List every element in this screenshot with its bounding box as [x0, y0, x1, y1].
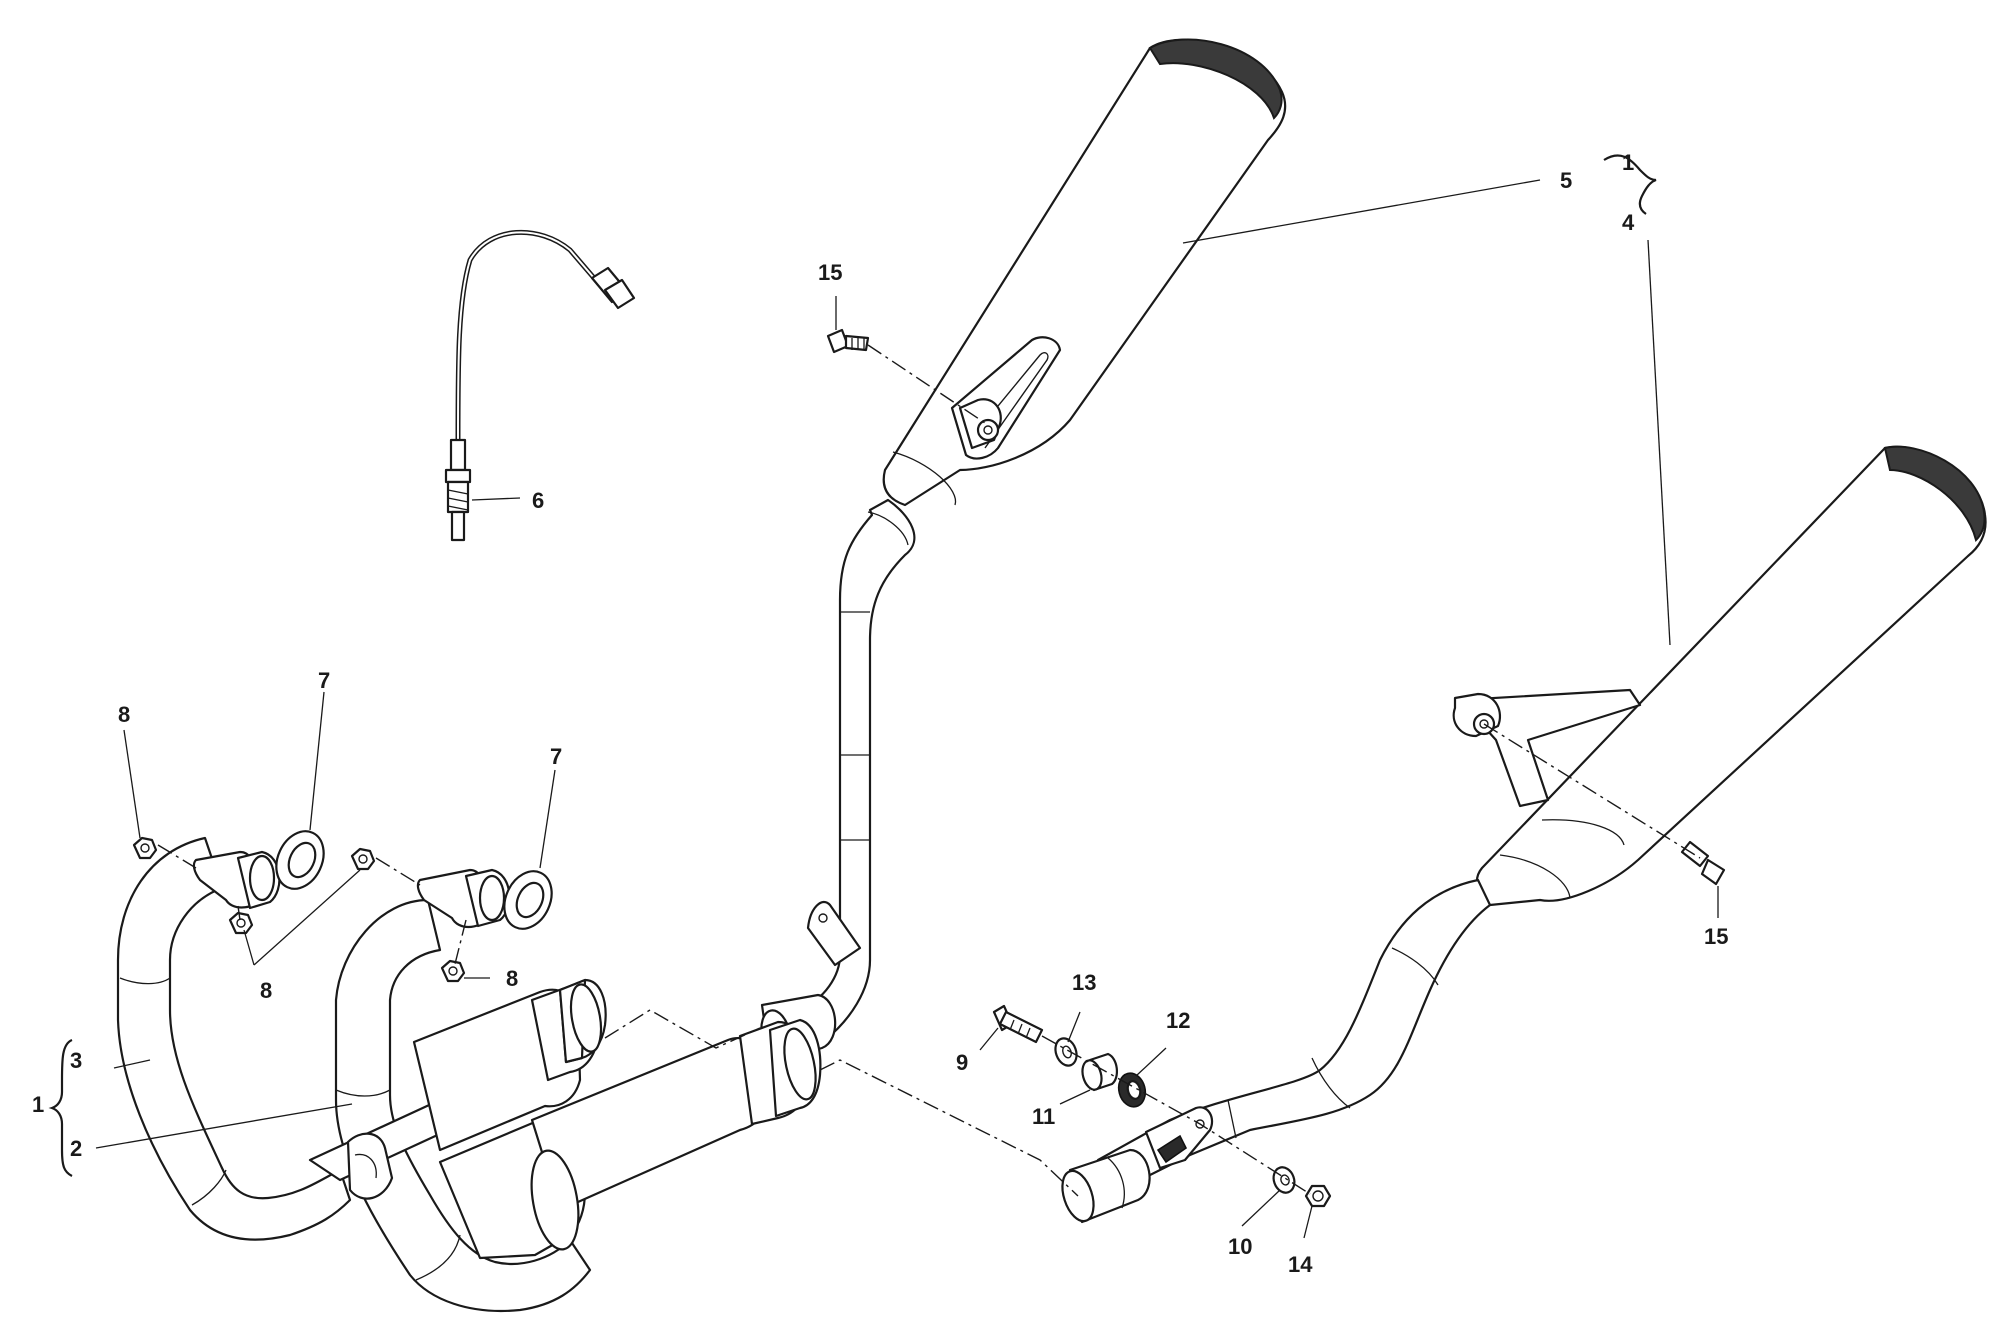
callout-5: 5 [1560, 168, 1572, 193]
callout-2: 2 [70, 1136, 82, 1161]
callout-12: 12 [1166, 1008, 1190, 1033]
callout-8-b: 8 [260, 978, 272, 1003]
oxygen-sensor [444, 229, 636, 542]
callout-8-a: 8 [118, 702, 130, 727]
callout-7-a: 7 [318, 668, 330, 693]
right-muffler [1061, 445, 1987, 1224]
callout-1-left: 1 [32, 1092, 44, 1117]
callout-15-right: 15 [1704, 924, 1728, 949]
callout-8-c: 8 [506, 966, 518, 991]
callout-labels: 1 5 4 15 6 7 7 8 8 8 3 1 2 13 12 9 11 10… [32, 150, 1728, 1277]
callout-15-left: 15 [818, 260, 842, 285]
flange-nuts [132, 836, 466, 983]
callout-4: 4 [1622, 210, 1635, 235]
callout-10: 10 [1228, 1234, 1252, 1259]
braces [48, 154, 1657, 1177]
callout-13: 13 [1072, 970, 1096, 995]
small-hardware [826, 328, 1726, 1208]
callout-11: 11 [1032, 1104, 1055, 1129]
header-pipes [116, 836, 822, 1312]
callout-14: 14 [1288, 1252, 1313, 1277]
assembly-lines [157, 344, 1701, 1197]
left-muffler [760, 38, 1287, 1064]
callout-3: 3 [70, 1048, 82, 1073]
callout-9: 9 [956, 1050, 968, 1075]
gasket-parts [275, 830, 553, 930]
leader-lines [95, 179, 1719, 1239]
callout-7-b: 7 [550, 744, 562, 769]
callout-6: 6 [532, 488, 544, 513]
callout-1-top: 1 [1622, 150, 1634, 175]
